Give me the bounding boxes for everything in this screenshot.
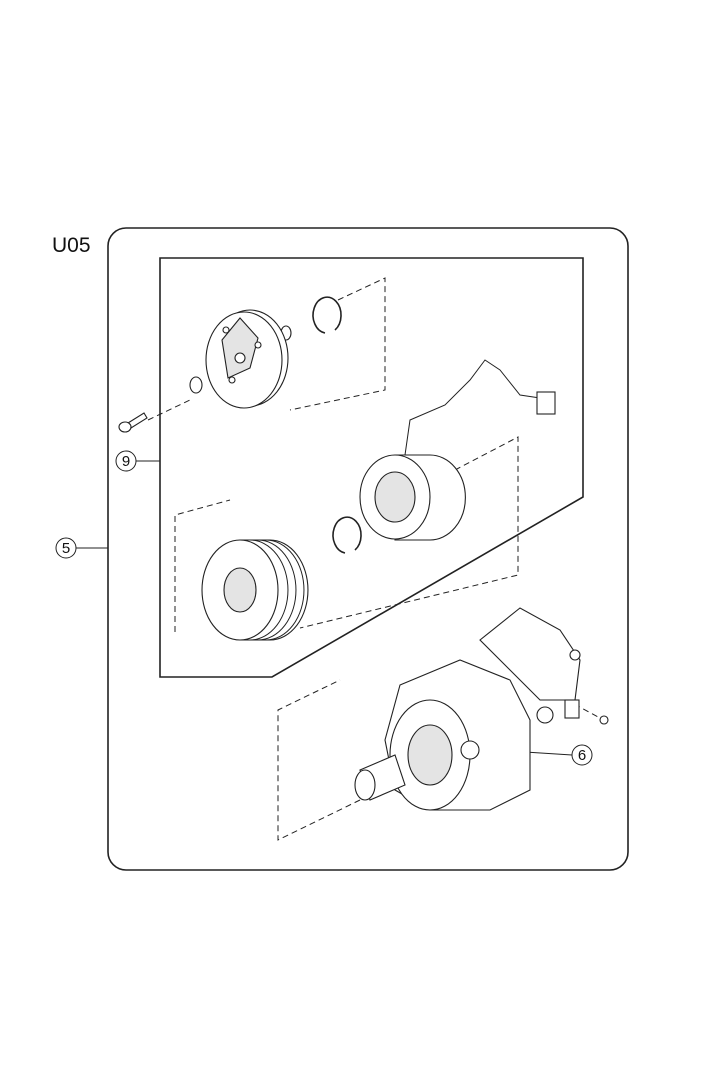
snap-ring-top[interactable] <box>312 296 342 334</box>
callout-9[interactable]: 9 <box>115 450 160 472</box>
mounting-bracket <box>479 607 581 701</box>
bracket-clip <box>564 699 580 719</box>
bolt-part[interactable] <box>118 412 148 433</box>
guide-pulley <box>174 499 231 632</box>
svg-text:5: 5 <box>62 540 70 557</box>
svg-text:6: 6 <box>578 747 586 764</box>
pulley-part[interactable] <box>201 539 309 641</box>
svg-text:9: 9 <box>122 453 130 470</box>
clutch-plate-part[interactable] <box>205 309 289 409</box>
assembly-frame <box>107 227 629 871</box>
guide-bolt <box>147 399 191 421</box>
compressor-part[interactable] <box>354 607 609 811</box>
screw-part <box>599 715 609 725</box>
callout-5[interactable]: 5 <box>55 537 108 559</box>
clutch-kit-frame <box>159 257 584 678</box>
group-code-label: U05 <box>52 234 91 257</box>
guide-compressor <box>277 679 361 841</box>
guide-coil <box>299 436 519 629</box>
connector-part <box>536 391 556 415</box>
snap-ring-middle[interactable] <box>332 516 362 554</box>
washer-part[interactable] <box>189 376 203 394</box>
field-coil-part[interactable] <box>359 359 556 541</box>
guide-top <box>289 277 386 411</box>
callout-6[interactable]: 6 <box>524 744 593 766</box>
